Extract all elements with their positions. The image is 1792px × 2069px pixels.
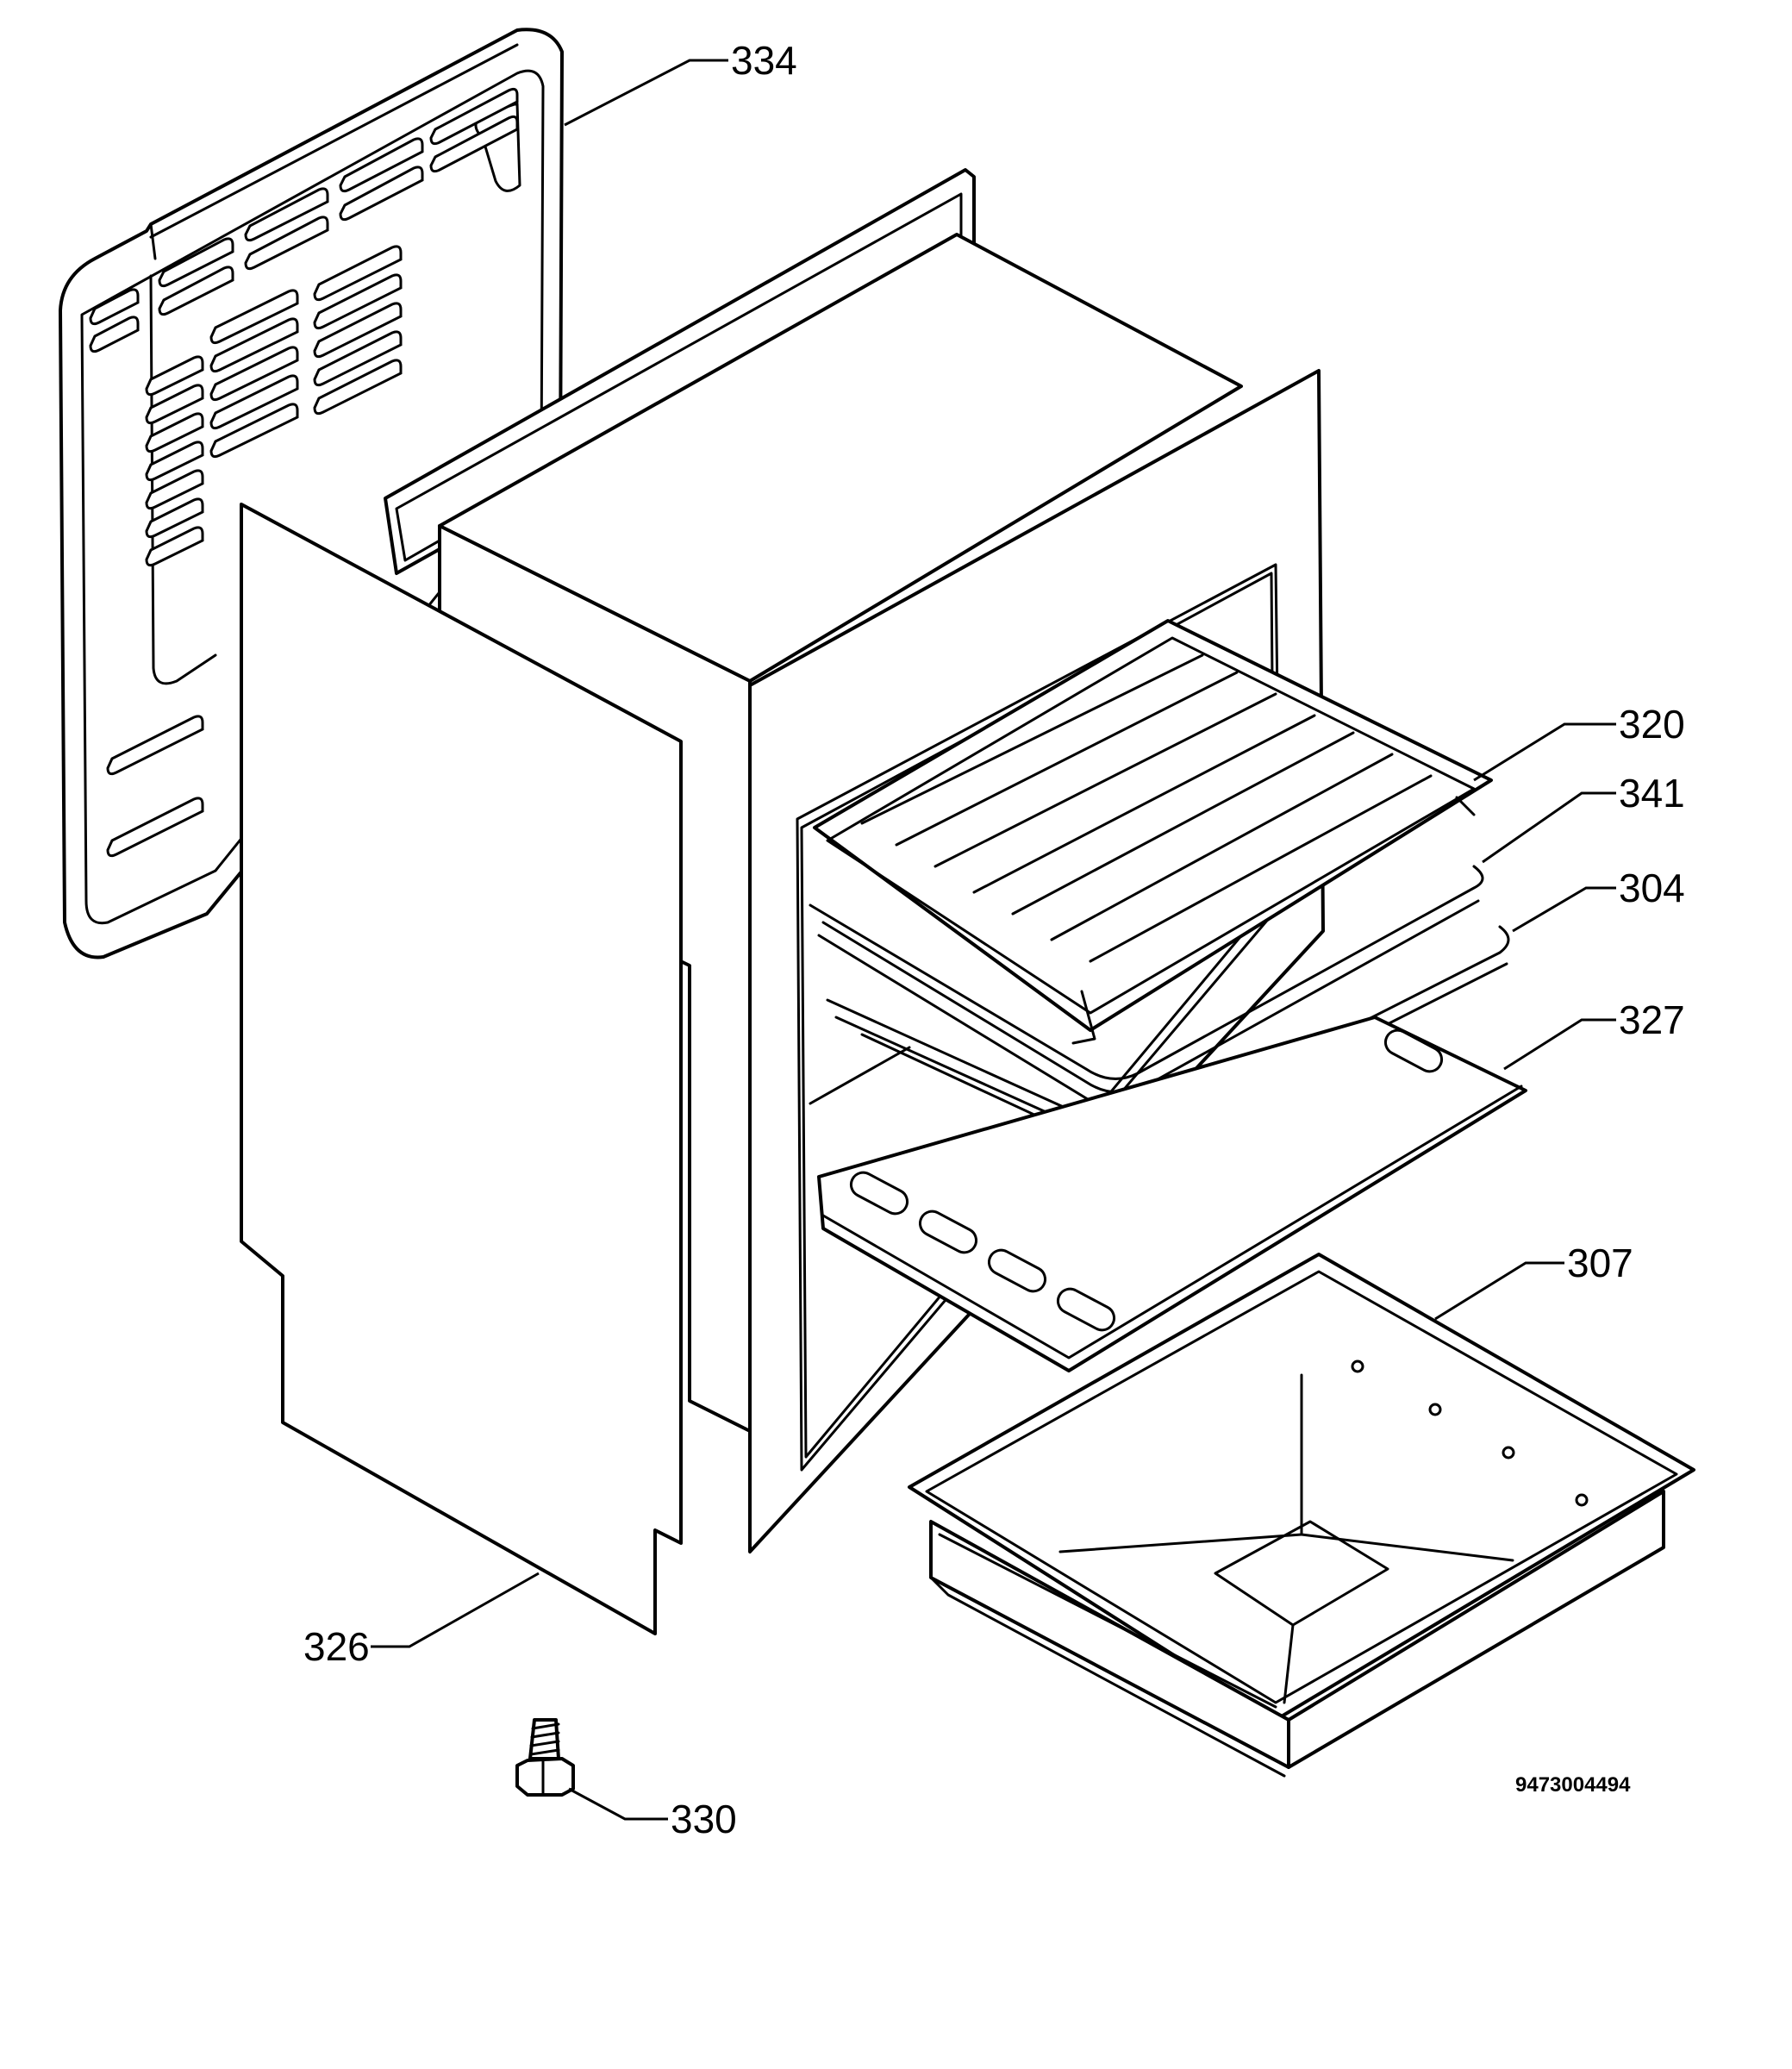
callout-307: 307 xyxy=(1567,1241,1633,1285)
callout-labels: 334 320 341 304 327 307 326 330 94730044… xyxy=(303,38,1685,1841)
part-326-side-panel xyxy=(240,503,683,1635)
callout-330: 330 xyxy=(671,1797,737,1841)
callout-320: 320 xyxy=(1619,702,1685,747)
callout-326: 326 xyxy=(303,1624,370,1669)
callout-341: 341 xyxy=(1619,771,1685,816)
callout-327: 327 xyxy=(1619,997,1685,1042)
callout-304: 304 xyxy=(1619,866,1685,910)
part-330-screw xyxy=(515,1718,575,1797)
callout-334: 334 xyxy=(731,38,797,83)
leader-lines xyxy=(371,59,1616,1821)
part-327-bottom-plate xyxy=(817,1016,1527,1372)
part-307-deep-pan xyxy=(908,1253,1695,1778)
rear-panel-louvers xyxy=(89,87,519,858)
part-334-rear-panel xyxy=(59,28,564,959)
document-number: 9473004494 xyxy=(1515,1773,1631,1797)
part-320-wire-shelf xyxy=(813,619,1493,1045)
